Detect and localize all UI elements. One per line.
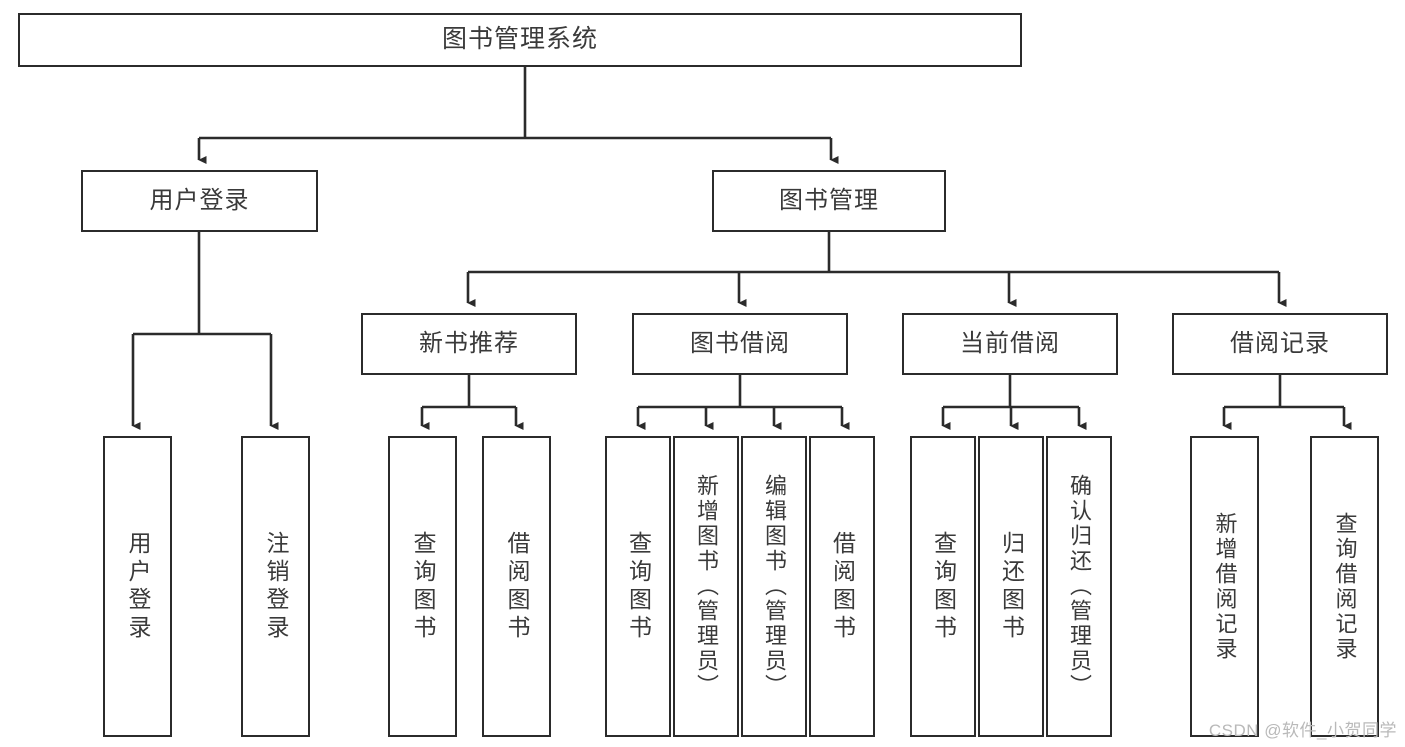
node-leaf-borrow-book-1-label: 借阅图书 [504,530,530,643]
node-leaf-confirm-return-label: 确认归还（管理员） [1067,474,1092,699]
node-leaf-user-login[interactable]: 用户登录 [103,436,172,737]
node-root-label: 图书管理系统 [441,25,598,54]
node-leaf-query-record-label: 查询借阅记录 [1332,511,1358,662]
node-leaf-logout[interactable]: 注销登录 [241,436,310,737]
node-current-borrow[interactable]: 当前借阅 [902,313,1118,375]
node-leaf-query-book-2-label: 查询图书 [625,530,652,643]
node-current-borrow-label: 当前借阅 [960,329,1060,357]
node-book-manage-label: 图书管理 [779,186,879,214]
node-book-borrow-label: 图书借阅 [690,329,790,357]
node-leaf-query-book-1[interactable]: 查询图书 [388,436,457,737]
node-leaf-edit-book[interactable]: 编辑图书（管理员） [741,436,807,737]
node-leaf-borrow-book-2[interactable]: 借阅图书 [809,436,875,737]
node-leaf-query-record[interactable]: 查询借阅记录 [1310,436,1379,737]
node-leaf-query-book-3-label: 查询图书 [930,530,957,643]
node-leaf-borrow-book-1[interactable]: 借阅图书 [482,436,551,737]
node-new-book-rec[interactable]: 新书推荐 [361,313,577,375]
node-borrow-record-label: 借阅记录 [1230,329,1330,357]
node-book-manage[interactable]: 图书管理 [712,170,946,232]
node-leaf-confirm-return[interactable]: 确认归还（管理员） [1046,436,1112,737]
node-leaf-query-book-1-label: 查询图书 [410,530,436,643]
node-leaf-query-book-2[interactable]: 查询图书 [605,436,671,737]
node-borrow-record[interactable]: 借阅记录 [1172,313,1388,375]
node-leaf-add-record[interactable]: 新增借阅记录 [1190,436,1259,737]
node-leaf-borrow-book-2-label: 借阅图书 [829,530,856,643]
node-leaf-return-book-label: 归还图书 [998,530,1025,643]
node-leaf-query-book-3[interactable]: 查询图书 [910,436,976,737]
node-leaf-add-book[interactable]: 新增图书（管理员） [673,436,739,737]
node-leaf-add-record-label: 新增借阅记录 [1212,511,1238,662]
node-user-login-label: 用户登录 [149,186,250,214]
node-leaf-edit-book-label: 编辑图书（管理员） [762,474,787,699]
node-leaf-user-login-label: 用户登录 [125,530,151,643]
node-user-login[interactable]: 用户登录 [81,170,318,232]
node-root[interactable]: 图书管理系统 [18,13,1022,67]
node-leaf-add-book-label: 新增图书（管理员） [694,474,719,699]
node-book-borrow[interactable]: 图书借阅 [632,313,848,375]
node-leaf-return-book[interactable]: 归还图书 [978,436,1044,737]
node-leaf-logout-label: 注销登录 [263,530,289,643]
csdn-watermark: CSDN @软件_小贺同学 [1208,721,1397,740]
node-new-book-rec-label: 新书推荐 [419,329,519,357]
